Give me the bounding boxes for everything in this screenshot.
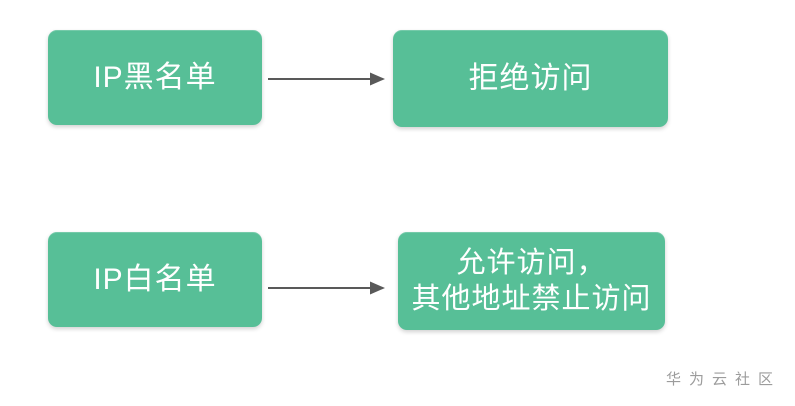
node-ip-whitelist-label: IP白名单 bbox=[93, 262, 217, 296]
right-arrow-icon bbox=[268, 72, 385, 86]
node-deny-access-label: 拒绝访问 bbox=[468, 61, 593, 95]
node-allow-access-label: 允许访问， 其他地址禁止访问 bbox=[411, 245, 651, 317]
node-allow-access-line-2: 其他地址禁止访问 bbox=[411, 283, 652, 315]
node-allow-access-line-1: 允许访问， bbox=[456, 247, 607, 279]
node-ip-whitelist: IP白名单 bbox=[48, 232, 262, 327]
watermark-huawei-cloud-community: 华为云社区 bbox=[665, 371, 781, 388]
node-deny-access: 拒绝访问 bbox=[393, 30, 668, 127]
node-allow-access: 允许访问， 其他地址禁止访问 bbox=[398, 232, 665, 330]
node-ip-blacklist-label: IP黑名单 bbox=[93, 60, 217, 94]
node-ip-blacklist: IP黑名单 bbox=[48, 30, 262, 125]
right-arrow-icon bbox=[268, 281, 385, 295]
